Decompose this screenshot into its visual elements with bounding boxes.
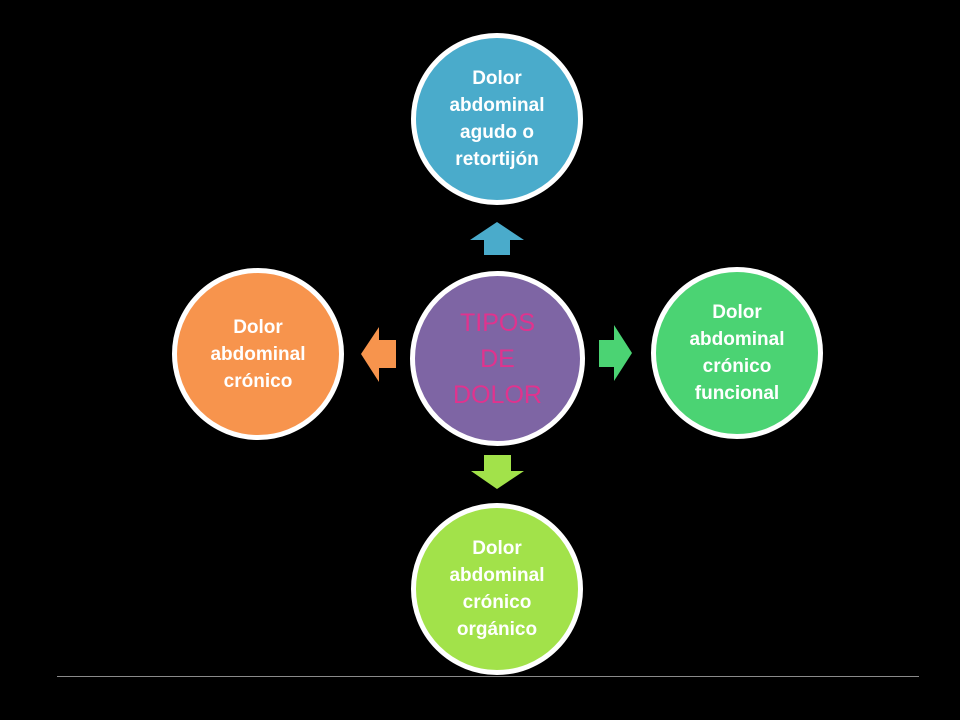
arrow-down-icon — [471, 455, 524, 489]
node-cronico: Dolor abdominal crónico — [172, 268, 344, 440]
node-agudo: Dolor abdominal agudo o retortijón — [411, 33, 583, 205]
node-cronico-label: Dolor abdominal crónico — [210, 316, 306, 392]
node-cronico-organico: Dolor abdominal crónico orgánico — [411, 503, 583, 675]
node-cronico-organico-label: Dolor abdominal crónico orgánico — [449, 538, 545, 640]
node-agudo-label: Dolor abdominal agudo o retortijón — [449, 68, 545, 170]
center-node-label: TIPOS DE DOLOR — [453, 308, 542, 409]
node-cronico-funcional-label: Dolor abdominal crónico funcional — [689, 302, 785, 404]
footer-divider — [57, 676, 919, 677]
center-node: TIPOS DE DOLOR — [410, 271, 585, 446]
arrow-left-icon — [361, 327, 396, 382]
arrow-up-icon — [470, 222, 524, 255]
node-cronico-funcional: Dolor abdominal crónico funcional — [651, 267, 823, 439]
arrow-right-icon — [599, 325, 632, 381]
